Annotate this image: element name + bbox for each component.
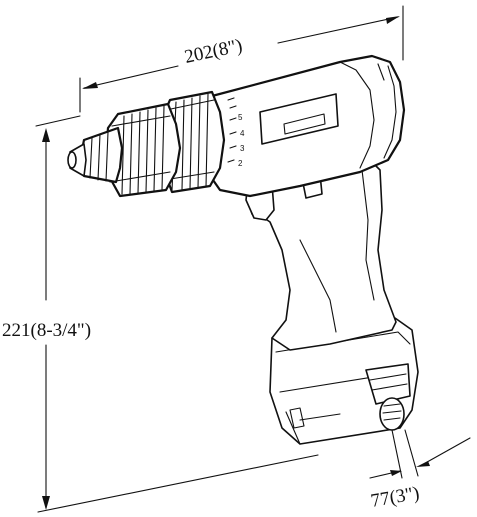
speed-scale-5: 5: [238, 113, 243, 122]
length-arrow-right: [386, 16, 400, 24]
battery-pack: [269, 317, 419, 445]
speed-scale-4: 4: [240, 129, 245, 138]
chuck-nose: [67, 126, 124, 184]
height-dimension: 221(8-3/4"): [2, 115, 319, 513]
height-extension-line-top: [35, 115, 81, 127]
width-arrow-left: [390, 470, 402, 476]
width-extension-line-right: [404, 429, 419, 477]
side-label-panel: [259, 93, 339, 145]
height-label: 221(8-3/4"): [2, 320, 91, 341]
width-dimension-line-right: [419, 437, 471, 467]
height-arrow-bottom: [42, 496, 50, 510]
width-label: 77(3"): [369, 483, 421, 512]
speed-scale-3: 3: [240, 144, 245, 153]
width-extension-line-left: [391, 429, 403, 479]
length-dimension-line-left: [83, 65, 179, 89]
length-dimension-line-right: [277, 16, 399, 44]
width-arrow-right: [416, 461, 430, 467]
speed-scale-2: 2: [238, 159, 243, 168]
drill-illustration: 5 4 3 2: [67, 54, 419, 445]
motor-housing: 5 4 3 2: [200, 54, 406, 198]
battery-release-button: [379, 397, 405, 431]
height-arrow-top: [42, 128, 50, 142]
width-dimension: 77(3"): [369, 429, 471, 512]
length-label: 202(8"): [183, 35, 245, 68]
height-extension-line-bottom: [37, 454, 319, 513]
length-arrow-left: [82, 82, 98, 89]
